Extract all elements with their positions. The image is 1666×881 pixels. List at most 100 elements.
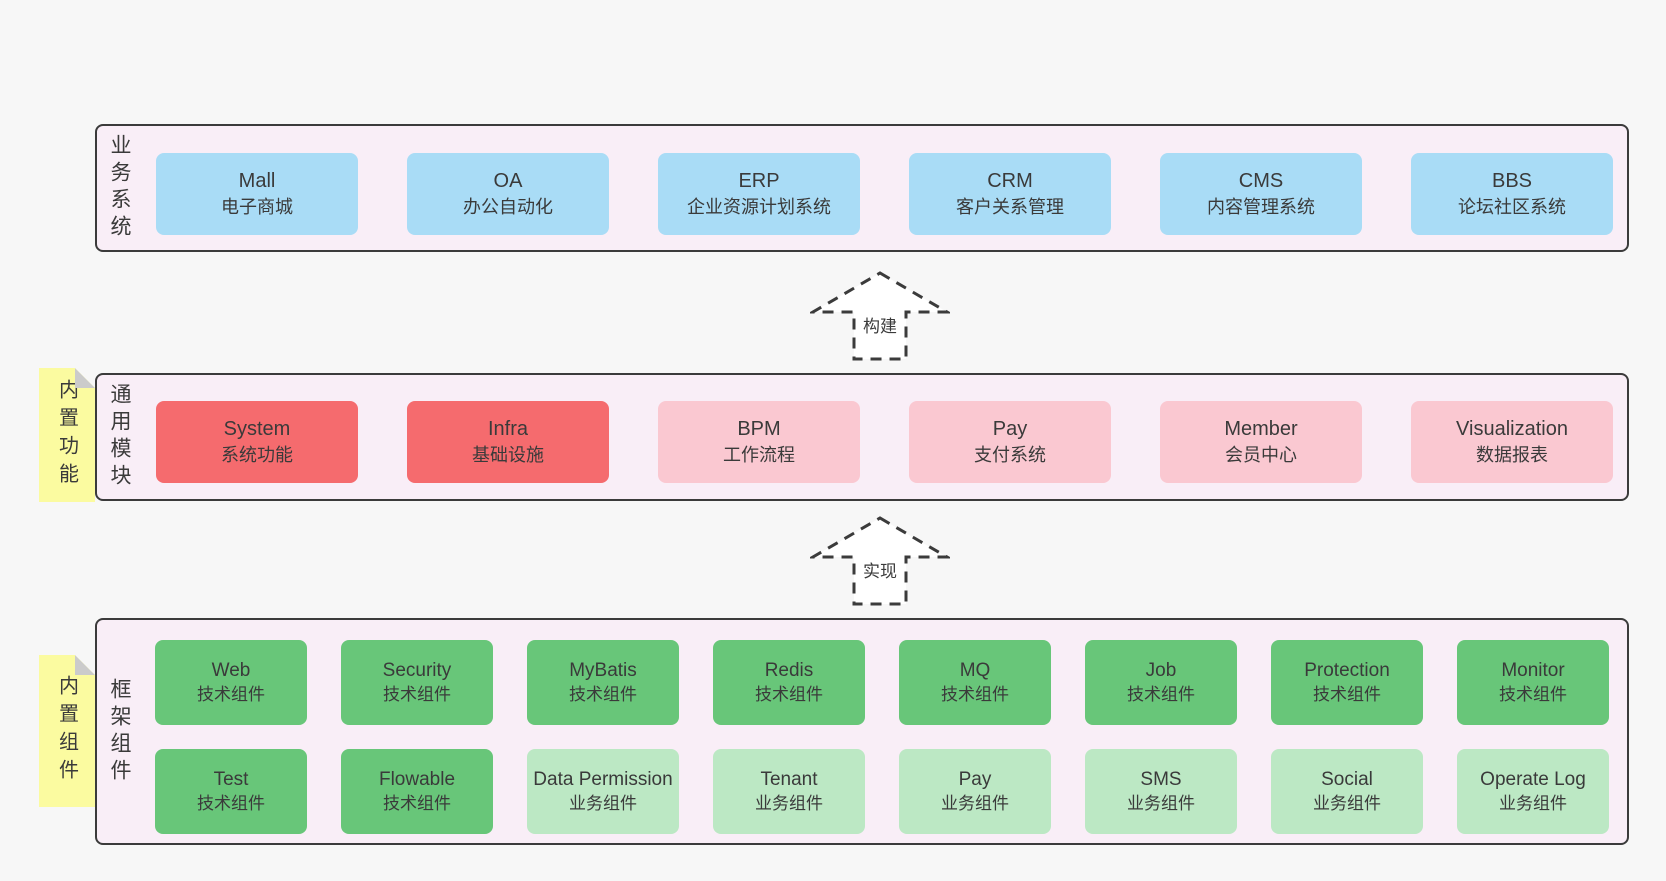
box-title: Social (1321, 769, 1373, 791)
box-subtitle: 技术组件 (755, 684, 823, 704)
box-title: BBS (1491, 170, 1533, 193)
box-title: Mall (238, 170, 276, 193)
box-crm: CRM 客户关系管理 (909, 153, 1111, 235)
box-title: Monitor (1501, 660, 1565, 682)
box-title: CRM (987, 170, 1033, 193)
box-subtitle: 技术组件 (197, 793, 265, 813)
sticky-label: 内置功能 (55, 379, 78, 491)
box-subtitle: 技术组件 (383, 793, 451, 813)
box-subtitle: 技术组件 (1499, 684, 1567, 704)
box-bpm: BPM 工作流程 (658, 401, 860, 483)
box-subtitle: 基础设施 (472, 445, 544, 466)
sticky-note-built-in-features: 内置功能 (39, 368, 95, 502)
sticky-note-built-in-components: 内置组件 (39, 655, 95, 807)
box-subtitle: 工作流程 (723, 445, 795, 466)
box-cms: CMS 内容管理系统 (1160, 153, 1362, 235)
box-title: SMS (1140, 769, 1182, 791)
box-title: Member (1224, 418, 1298, 441)
box-subtitle: 企业资源计划系统 (687, 197, 831, 218)
box-subtitle: 业务组件 (755, 793, 823, 813)
box-visualization: Visualization 数据报表 (1411, 401, 1613, 483)
box-subtitle: 技术组件 (1127, 684, 1195, 704)
box-subtitle: 技术组件 (197, 684, 265, 704)
common-modules-panel: 通用模块 System 系统功能 Infra 基础设施 BPM 工作流程 Pay 支付系统 Me… (95, 373, 1629, 501)
arrow-label: 实现 (860, 557, 900, 582)
box-subtitle: 业务组件 (1313, 793, 1381, 813)
box-subtitle: 技术组件 (383, 684, 451, 704)
box-title: Flowable (378, 769, 456, 791)
box-subtitle: 办公自动化 (463, 197, 553, 218)
folded-corner-icon (75, 368, 95, 388)
box-title: Pay (958, 769, 992, 791)
box-subtitle: 支付系统 (974, 445, 1046, 466)
box-title: Redis (764, 660, 814, 682)
box-subtitle: 会员中心 (1225, 445, 1297, 466)
box-title: Job (1145, 660, 1177, 682)
box-title: MQ (959, 660, 991, 682)
box-title: Data Permission (533, 769, 673, 791)
box-title: CMS (1238, 170, 1284, 193)
box-bbs: BBS 论坛社区系统 (1411, 153, 1613, 235)
box-subtitle: 技术组件 (941, 684, 1009, 704)
box-title: Infra (487, 418, 529, 441)
panel-side-label: 业务系统 (108, 134, 131, 242)
box-title: OA (493, 170, 523, 193)
box-title: MyBatis (569, 660, 637, 682)
box-subtitle: 技术组件 (1313, 684, 1381, 704)
box-subtitle: 论坛社区系统 (1458, 197, 1566, 218)
arrow-label: 构建 (860, 312, 900, 337)
box-title: Security (382, 660, 452, 682)
box-oa: OA 办公自动化 (407, 153, 609, 235)
box-title: Web (211, 660, 251, 682)
box-infra: Infra 基础设施 (407, 401, 609, 483)
box-subtitle: 内容管理系统 (1207, 197, 1315, 218)
box-title: Test (213, 769, 249, 791)
box-system: System 系统功能 (156, 401, 358, 483)
box-title: Pay (992, 418, 1028, 441)
box-subtitle: 业务组件 (941, 793, 1009, 813)
box-title: System (223, 418, 291, 441)
box-title: Visualization (1456, 418, 1568, 441)
box-subtitle: 电子商城 (221, 197, 293, 218)
sticky-label: 内置组件 (55, 675, 78, 787)
panel-side-label: 通用模块 (108, 383, 131, 491)
implement-arrow: 实现 (810, 515, 950, 607)
folded-corner-icon (75, 655, 95, 675)
box-subtitle: 业务组件 (1499, 793, 1567, 813)
box-member: Member 会员中心 (1160, 401, 1362, 483)
box-subtitle: 客户关系管理 (956, 197, 1064, 218)
box-subtitle: 系统功能 (221, 445, 293, 466)
box-mall: Mall 电子商城 (156, 153, 358, 235)
box-title: Tenant (760, 769, 818, 791)
box-title: Protection (1304, 660, 1390, 682)
box-title: BPM (737, 418, 781, 441)
box-title: Operate Log (1480, 769, 1586, 791)
box-subtitle: 数据报表 (1476, 445, 1548, 466)
build-arrow: 构建 (810, 270, 950, 362)
box-subtitle: 业务组件 (569, 793, 637, 813)
box-subtitle: 业务组件 (1127, 793, 1195, 813)
